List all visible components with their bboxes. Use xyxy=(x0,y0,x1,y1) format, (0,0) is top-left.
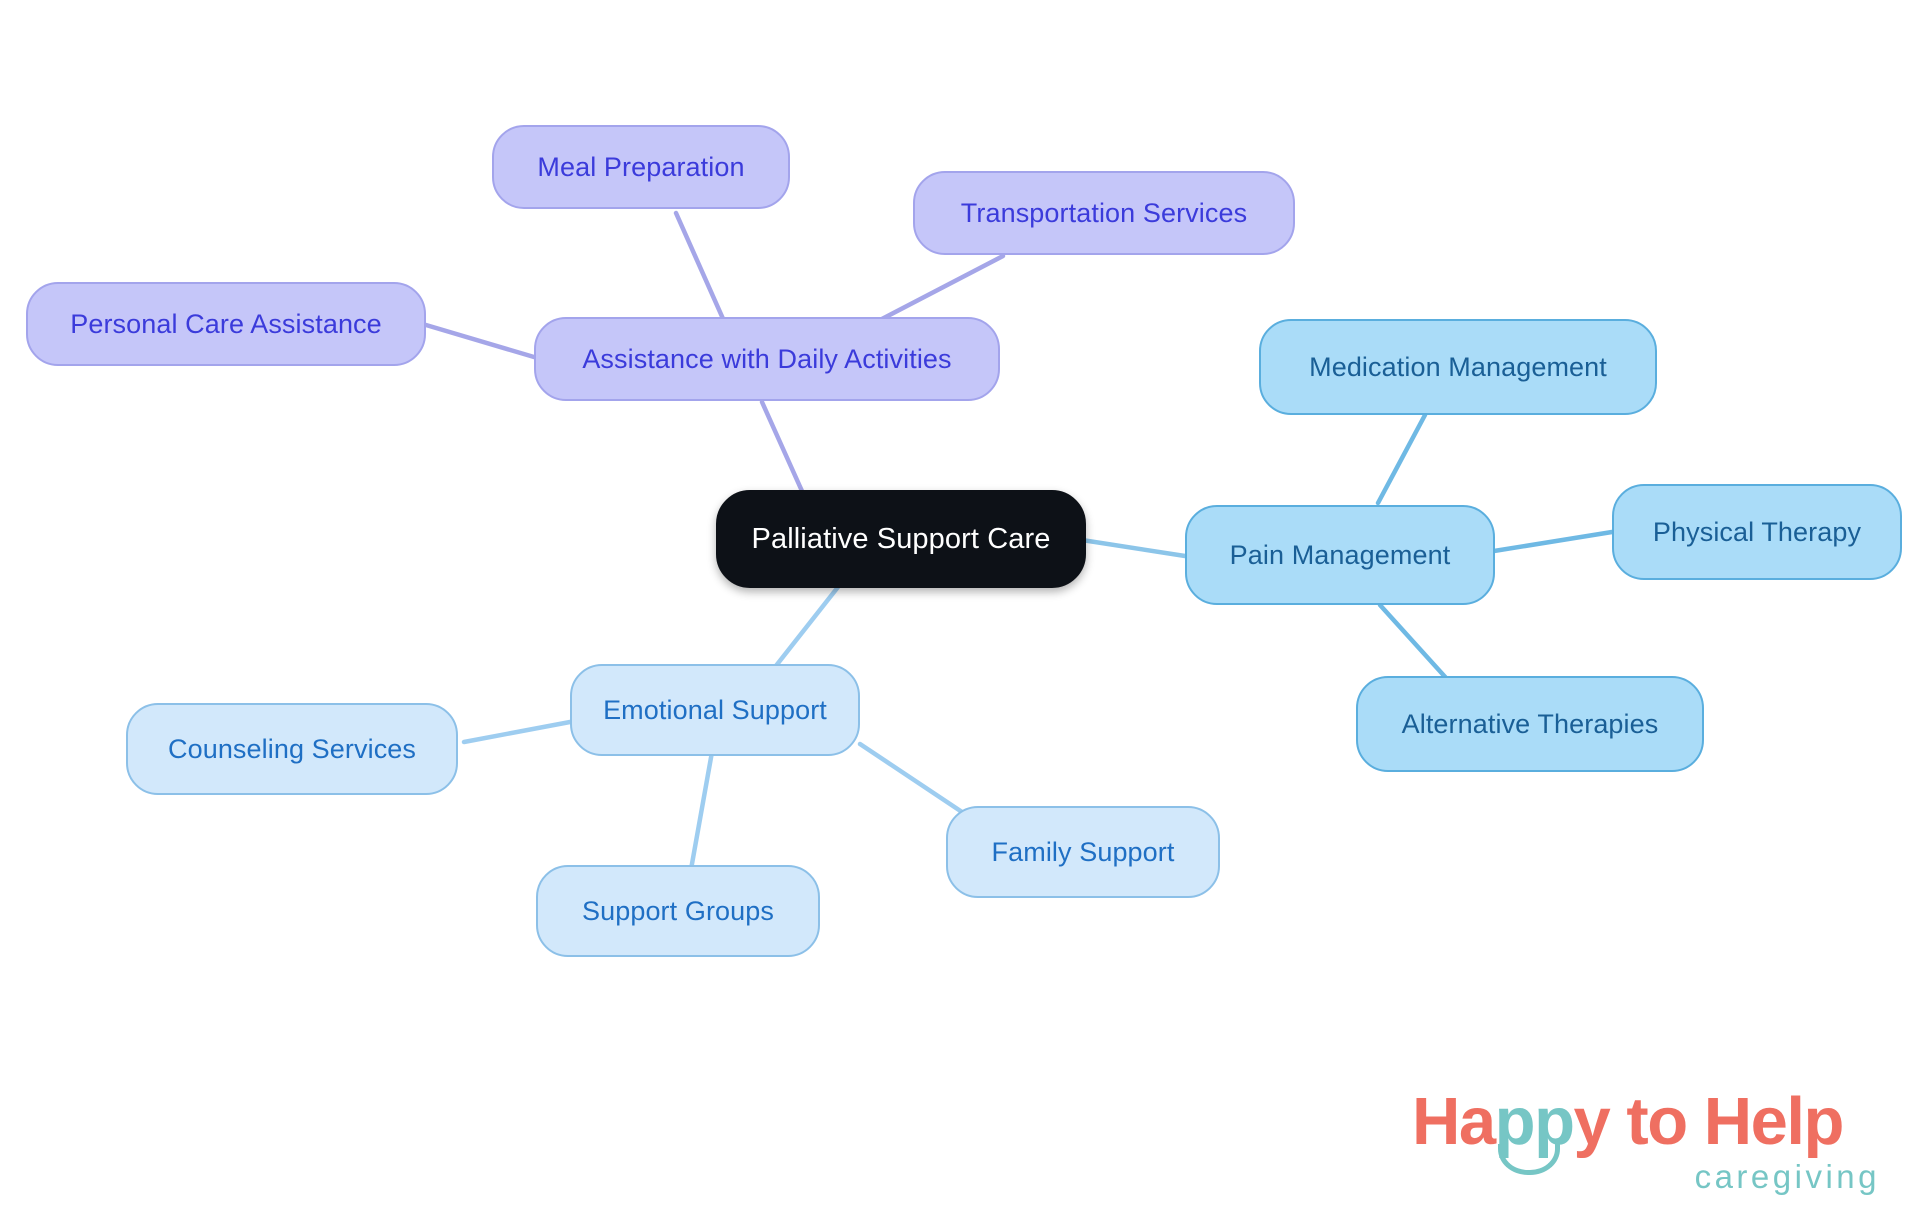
logo-word-part-3: y to Help xyxy=(1573,1084,1845,1159)
node-label: Pain Management xyxy=(1229,539,1451,570)
node-label: Personal Care Assistance xyxy=(70,308,382,339)
node-label: Meal Preparation xyxy=(537,151,745,182)
node-personal-care-assistance[interactable]: Personal Care Assistance xyxy=(26,282,426,366)
node-label: Alternative Therapies xyxy=(1401,708,1659,739)
node-pain-management[interactable]: Pain Management xyxy=(1185,505,1495,605)
node-meal-preparation[interactable]: Meal Preparation xyxy=(492,125,790,209)
edge-emotional-support-to-support-groups xyxy=(687,749,715,878)
node-label: Assistance with Daily Activities xyxy=(582,343,952,374)
node-label: Physical Therapy xyxy=(1652,516,1862,547)
node-label: Support Groups xyxy=(581,895,774,926)
smile-icon xyxy=(1498,1144,1560,1175)
node-emotional-support[interactable]: Emotional Support xyxy=(570,664,860,756)
logo-tagline: caregiving xyxy=(1694,1158,1880,1195)
edge-emotional-support-to-family-support xyxy=(857,741,965,815)
edge-root-to-daily-activities xyxy=(759,399,809,503)
edge-emotional-support-to-counseling-services xyxy=(461,719,573,745)
node-label: Medication Management xyxy=(1309,351,1607,382)
node-family-support[interactable]: Family Support xyxy=(946,806,1220,898)
node-medication-management[interactable]: Medication Management xyxy=(1259,319,1657,415)
edge-daily-activities-to-personal-care-assistance xyxy=(423,322,537,360)
node-palliative-support-care[interactable]: Palliative Support Care xyxy=(716,490,1086,588)
logo-wordmark: Happy to Help xyxy=(1412,1088,1844,1155)
node-physical-therapy[interactable]: Physical Therapy xyxy=(1612,484,1902,580)
edge-pain-management-to-physical-therapy xyxy=(1491,529,1615,554)
node-transportation-services[interactable]: Transportation Services xyxy=(913,171,1295,255)
node-label: Family Support xyxy=(991,836,1175,867)
logo-word-part-1: Ha xyxy=(1412,1084,1496,1159)
logo-word-part-2: pp xyxy=(1494,1084,1575,1159)
node-label: Palliative Support Care xyxy=(751,522,1051,555)
edge-daily-activities-to-meal-preparation xyxy=(673,210,731,333)
node-support-groups[interactable]: Support Groups xyxy=(536,865,820,957)
node-alternative-therapies[interactable]: Alternative Therapies xyxy=(1356,676,1704,772)
node-label: Transportation Services xyxy=(960,197,1248,228)
node-label: Emotional Support xyxy=(603,694,827,725)
node-label: Counseling Services xyxy=(167,733,417,764)
edge-daily-activities-to-transportation-services xyxy=(877,253,1006,323)
node-counseling-services[interactable]: Counseling Services xyxy=(126,703,458,795)
node-assistance-with-daily-activities[interactable]: Assistance with Daily Activities xyxy=(534,317,1000,401)
edge-root-to-pain-management xyxy=(1079,537,1188,559)
brand-logo: Happy to Help caregiving xyxy=(1412,1088,1882,1206)
edge-pain-management-to-medication-management xyxy=(1375,412,1428,506)
